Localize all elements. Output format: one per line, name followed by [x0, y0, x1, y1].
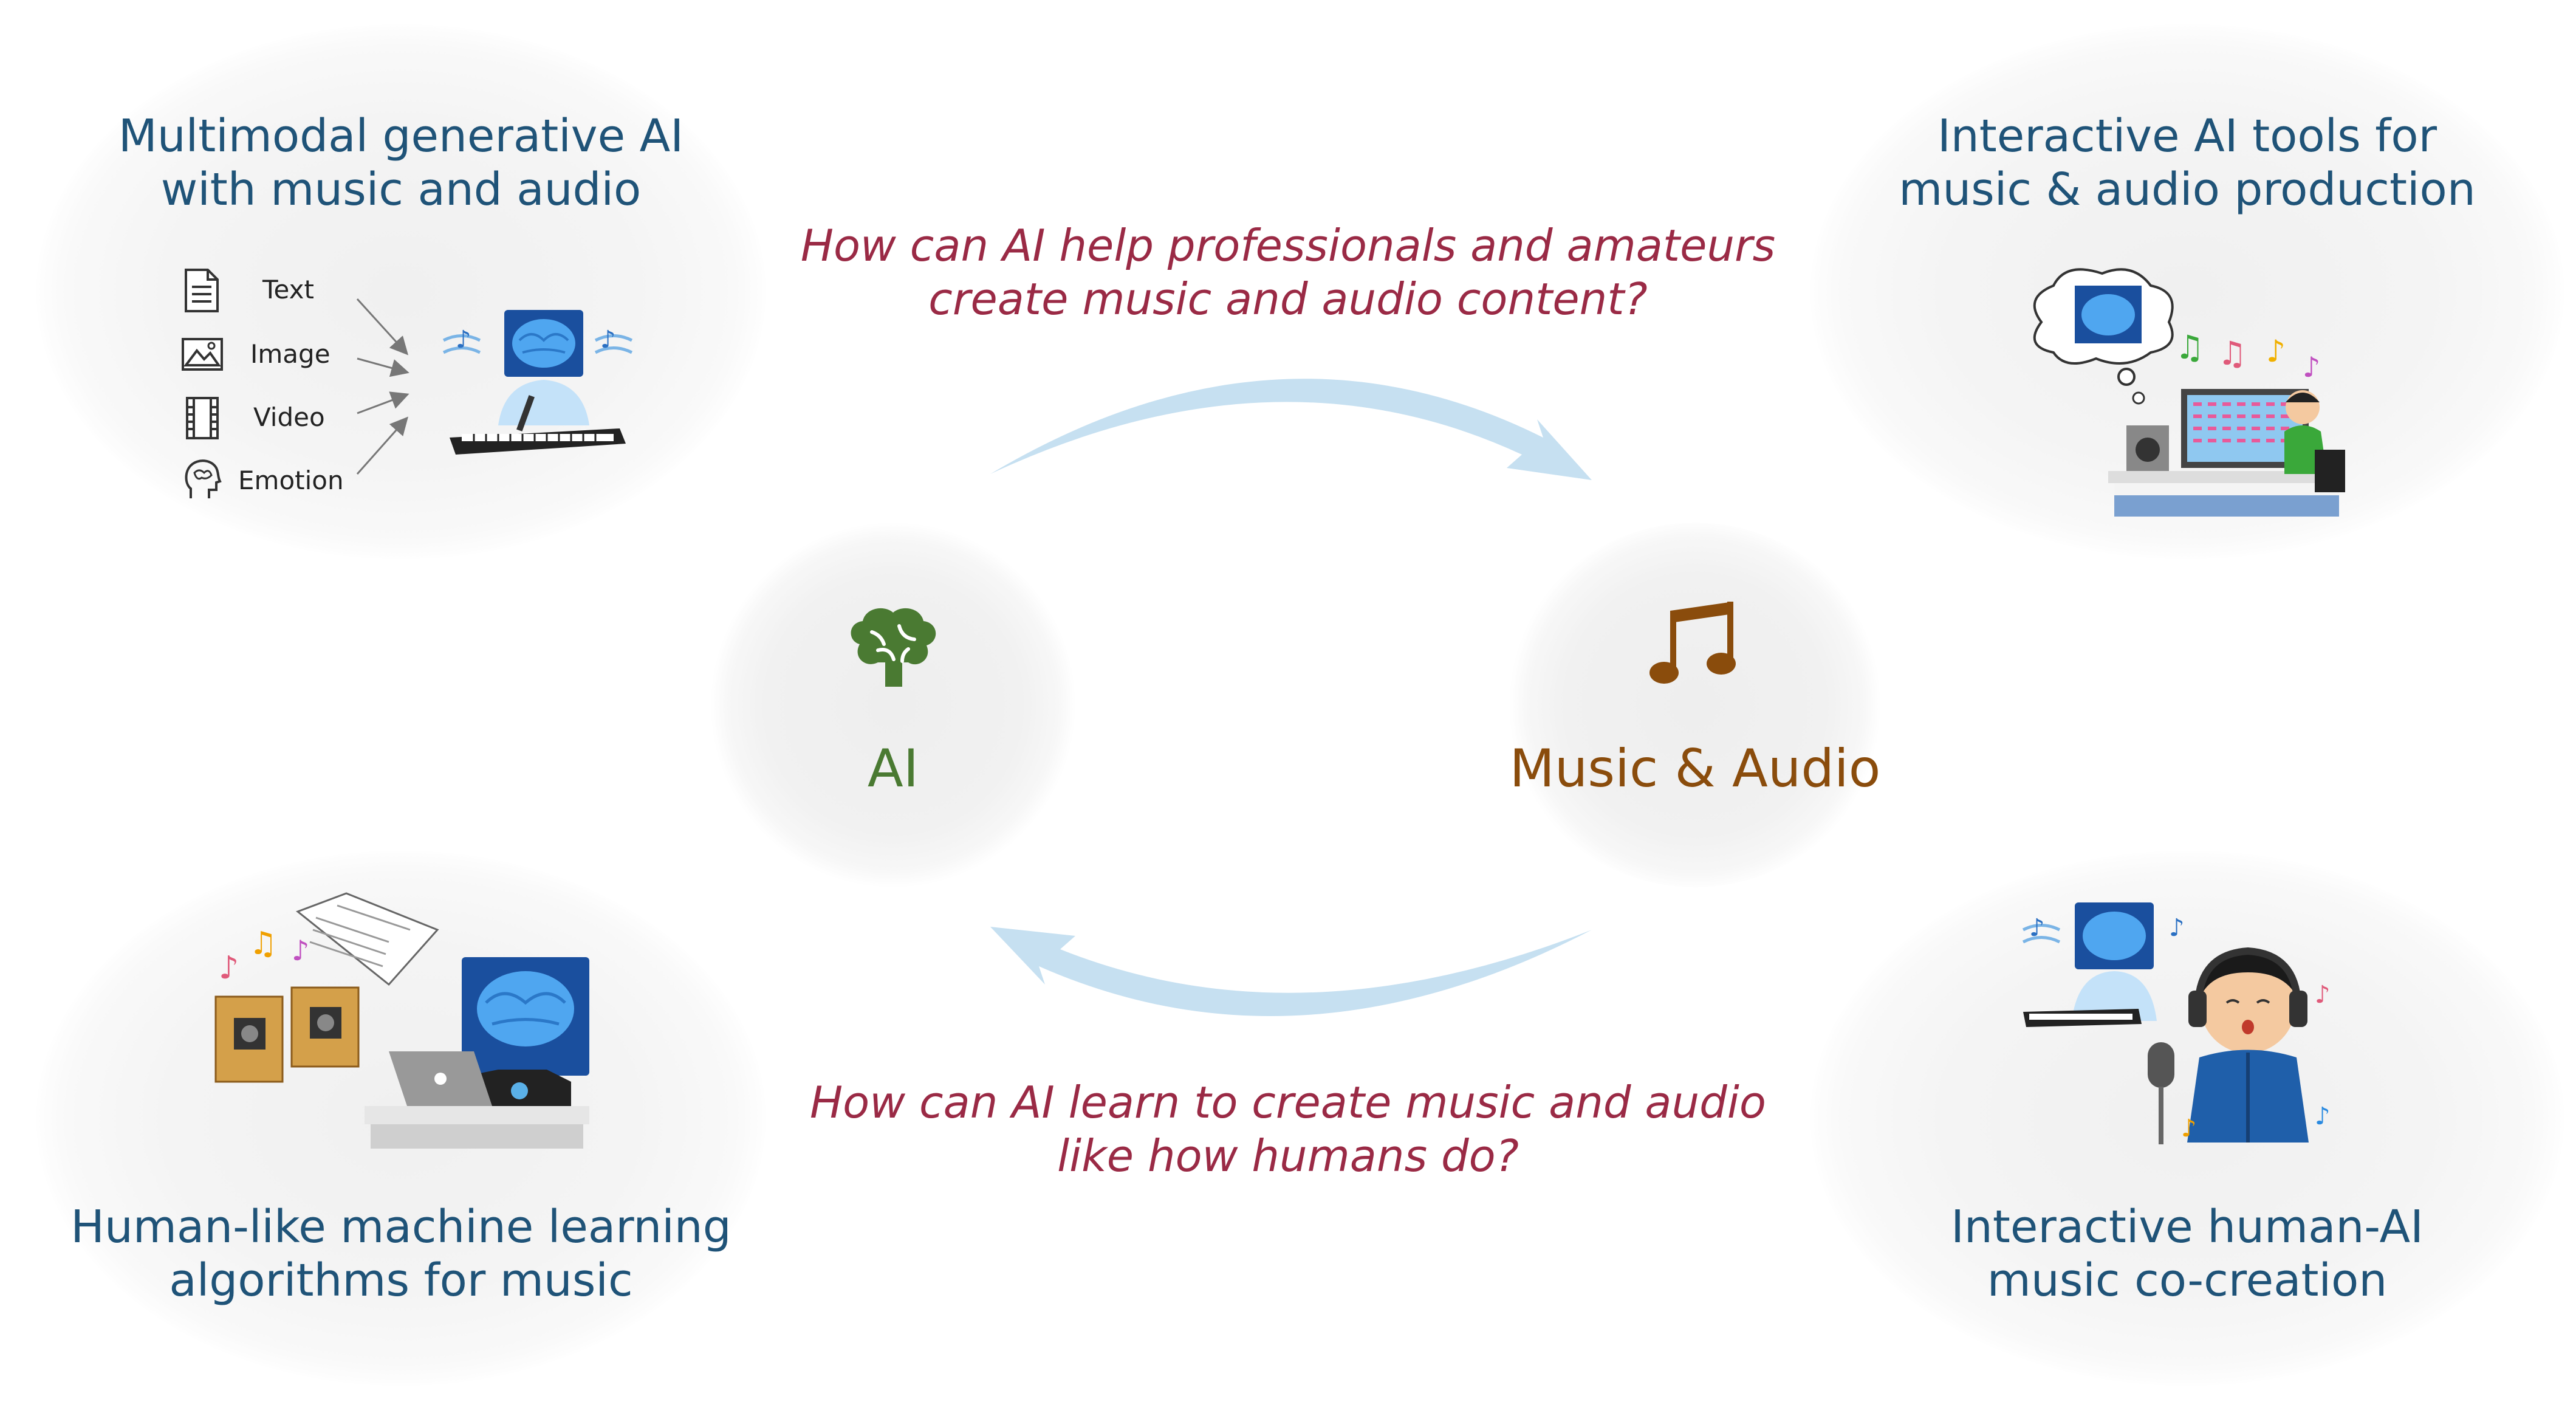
svg-text:♪: ♪ [600, 326, 616, 354]
svg-text:♪: ♪ [2266, 334, 2286, 369]
svg-text:♪: ♪ [2315, 1102, 2331, 1130]
ai-composer-illustration: ♪ ♪ [442, 310, 633, 455]
modality-arrows [356, 298, 409, 475]
ai-node-bg [711, 523, 1075, 887]
svg-text:♪: ♪ [2029, 914, 2045, 942]
svg-text:♪: ♪ [292, 934, 309, 967]
svg-text:♪: ♪ [2181, 1115, 2197, 1143]
quadrant-bg-bottom-right [1810, 851, 2564, 1386]
title-top-left: Multimodal generative AI with music and … [118, 110, 684, 216]
svg-text:♪: ♪ [219, 950, 239, 986]
co-creation-illustration: ♪ ♪ ♪ ♪ ♪ [2022, 902, 2331, 1144]
svg-text:♪: ♪ [2315, 981, 2331, 1009]
question-bottom: How can AI learn to create music and aud… [810, 1077, 1766, 1181]
svg-text:♪: ♪ [456, 326, 471, 354]
svg-text:♪: ♪ [2303, 351, 2320, 383]
document-icon [185, 269, 219, 312]
title-bottom-left: Human-like machine learning algorithms f… [70, 1201, 731, 1307]
ai-learning-illustration: ♪ ♫ ♪ [214, 892, 589, 1149]
svg-text:♪: ♪ [2169, 914, 2185, 942]
quadrant-bg-top-left [36, 24, 766, 559]
title-bottom-right: Interactive human-AI music co-creation [1951, 1201, 2424, 1307]
modality-image-label: Image [250, 339, 331, 369]
title-top-right: Interactive AI tools for music & audio p… [1899, 110, 2476, 216]
music-note-icon [1649, 602, 1736, 684]
brain-icon [851, 608, 936, 687]
music-audio-label: Music & Audio [1509, 738, 1881, 799]
quadrant-bg-top-right [1810, 24, 2564, 559]
modality-emotion-label: Emotion [238, 466, 344, 495]
image-icon [182, 338, 223, 371]
question-top: How can AI help professionals and amateu… [800, 220, 1776, 325]
ai-label: AI [867, 738, 919, 799]
head-brain-icon [185, 459, 222, 498]
ai-production-illustration: ♫ ♫ ♪ ♪ [2033, 268, 2345, 517]
music-node-bg [1507, 523, 1883, 887]
svg-text:♫: ♫ [2218, 334, 2247, 373]
svg-text:♫: ♫ [2175, 328, 2204, 366]
film-icon [186, 397, 219, 439]
modality-video-label: Video [253, 402, 325, 432]
modality-text-label: Text [262, 275, 314, 304]
svg-text:♫: ♫ [249, 926, 278, 962]
